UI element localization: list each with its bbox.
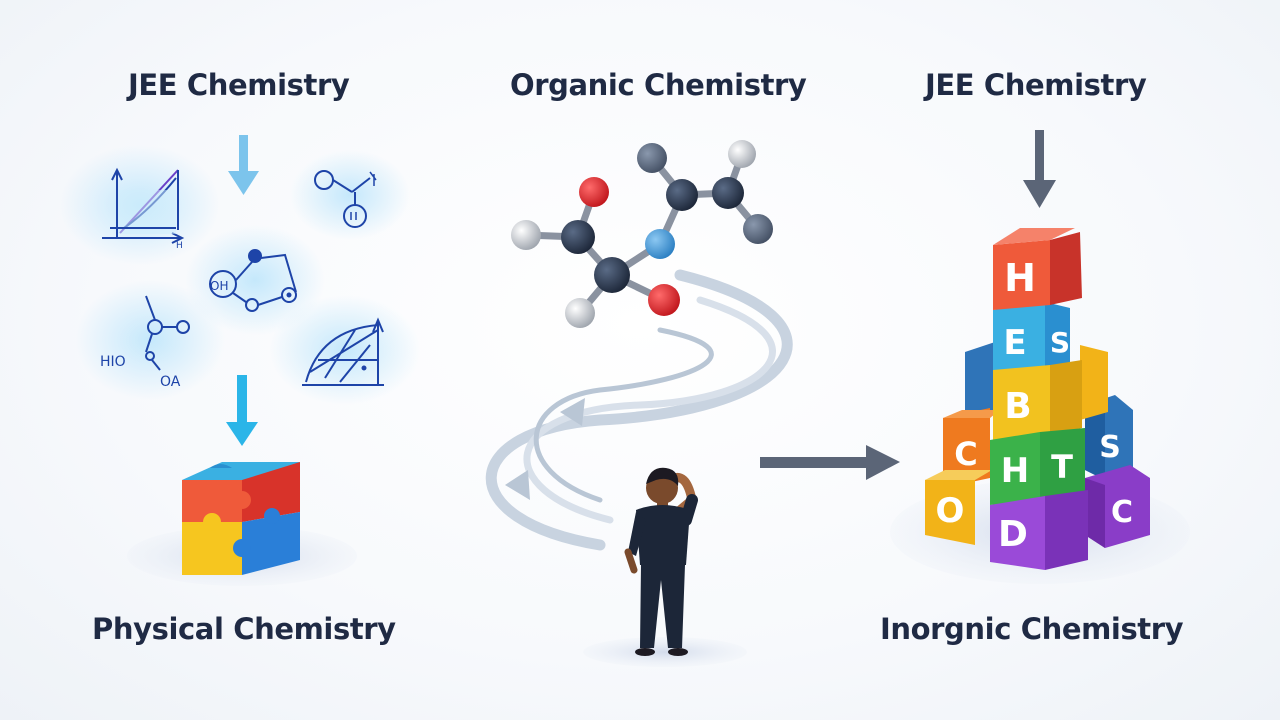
right-arrow-icon: [760, 445, 900, 480]
block-label-d: D: [998, 514, 1028, 555]
block-label-h: H: [1004, 256, 1036, 300]
swirl-arrows-icon: [485, 269, 793, 551]
down-arrow-light-icon: [228, 135, 259, 195]
block-label-o: O: [936, 491, 965, 531]
axis-label-h: H: [176, 241, 183, 251]
molecule-sketch-icon: [314, 170, 377, 228]
heading-jee-chemistry-right: JEE Chemistry: [925, 68, 1147, 102]
block-h-top: [993, 228, 1082, 310]
formula-label-oh: OH: [210, 279, 228, 293]
element-blocks-stack-icon: H E S B C H T S O D C: [925, 228, 1150, 570]
block-d: [990, 490, 1088, 570]
structure-sketch-icon: [145, 295, 190, 371]
block-label-h2: H: [1001, 451, 1029, 491]
block-label-t: T: [1051, 448, 1073, 486]
heading-jee-chemistry-left: JEE Chemistry: [128, 68, 350, 102]
heading-physical-chemistry: Physical Chemistry: [92, 612, 396, 646]
block-b: [993, 360, 1082, 440]
block-side-right: [1080, 345, 1108, 420]
block-label-c: C: [954, 435, 977, 473]
block-c: [943, 408, 1000, 488]
block-e: [993, 302, 1070, 375]
formula-label-oa: OA: [160, 374, 181, 390]
block-o: [925, 470, 992, 545]
thinking-person-icon: [624, 467, 698, 656]
block-label-e: E: [1003, 323, 1026, 363]
heading-organic-chemistry: Organic Chemistry: [510, 68, 807, 102]
block-s: [1085, 395, 1133, 480]
ring-sketch-icon: [209, 249, 297, 312]
block-label-s1: S: [1050, 326, 1070, 359]
block-label-s2: S: [1099, 430, 1121, 465]
formula-label-hio: HIO: [100, 354, 126, 370]
person-shadow: [583, 637, 747, 667]
block-h2: [990, 432, 1040, 505]
heading-inorganic-chemistry: Inorgnic Chemistry: [880, 612, 1184, 646]
fan-graph-sketch-icon: [302, 317, 384, 386]
block-t: [1040, 428, 1085, 500]
graph-sketch-icon: [102, 167, 185, 244]
block-c2: [1085, 465, 1150, 548]
down-arrow-cyan-icon: [226, 375, 258, 446]
block-label-c2: C: [1111, 495, 1133, 530]
block-label-b: B: [1004, 386, 1031, 427]
block-side-left: [965, 342, 995, 420]
organic-molecule-icon: [511, 140, 773, 328]
down-arrow-gray-icon: [1023, 130, 1056, 208]
puzzle-cube-icon: [182, 462, 300, 575]
